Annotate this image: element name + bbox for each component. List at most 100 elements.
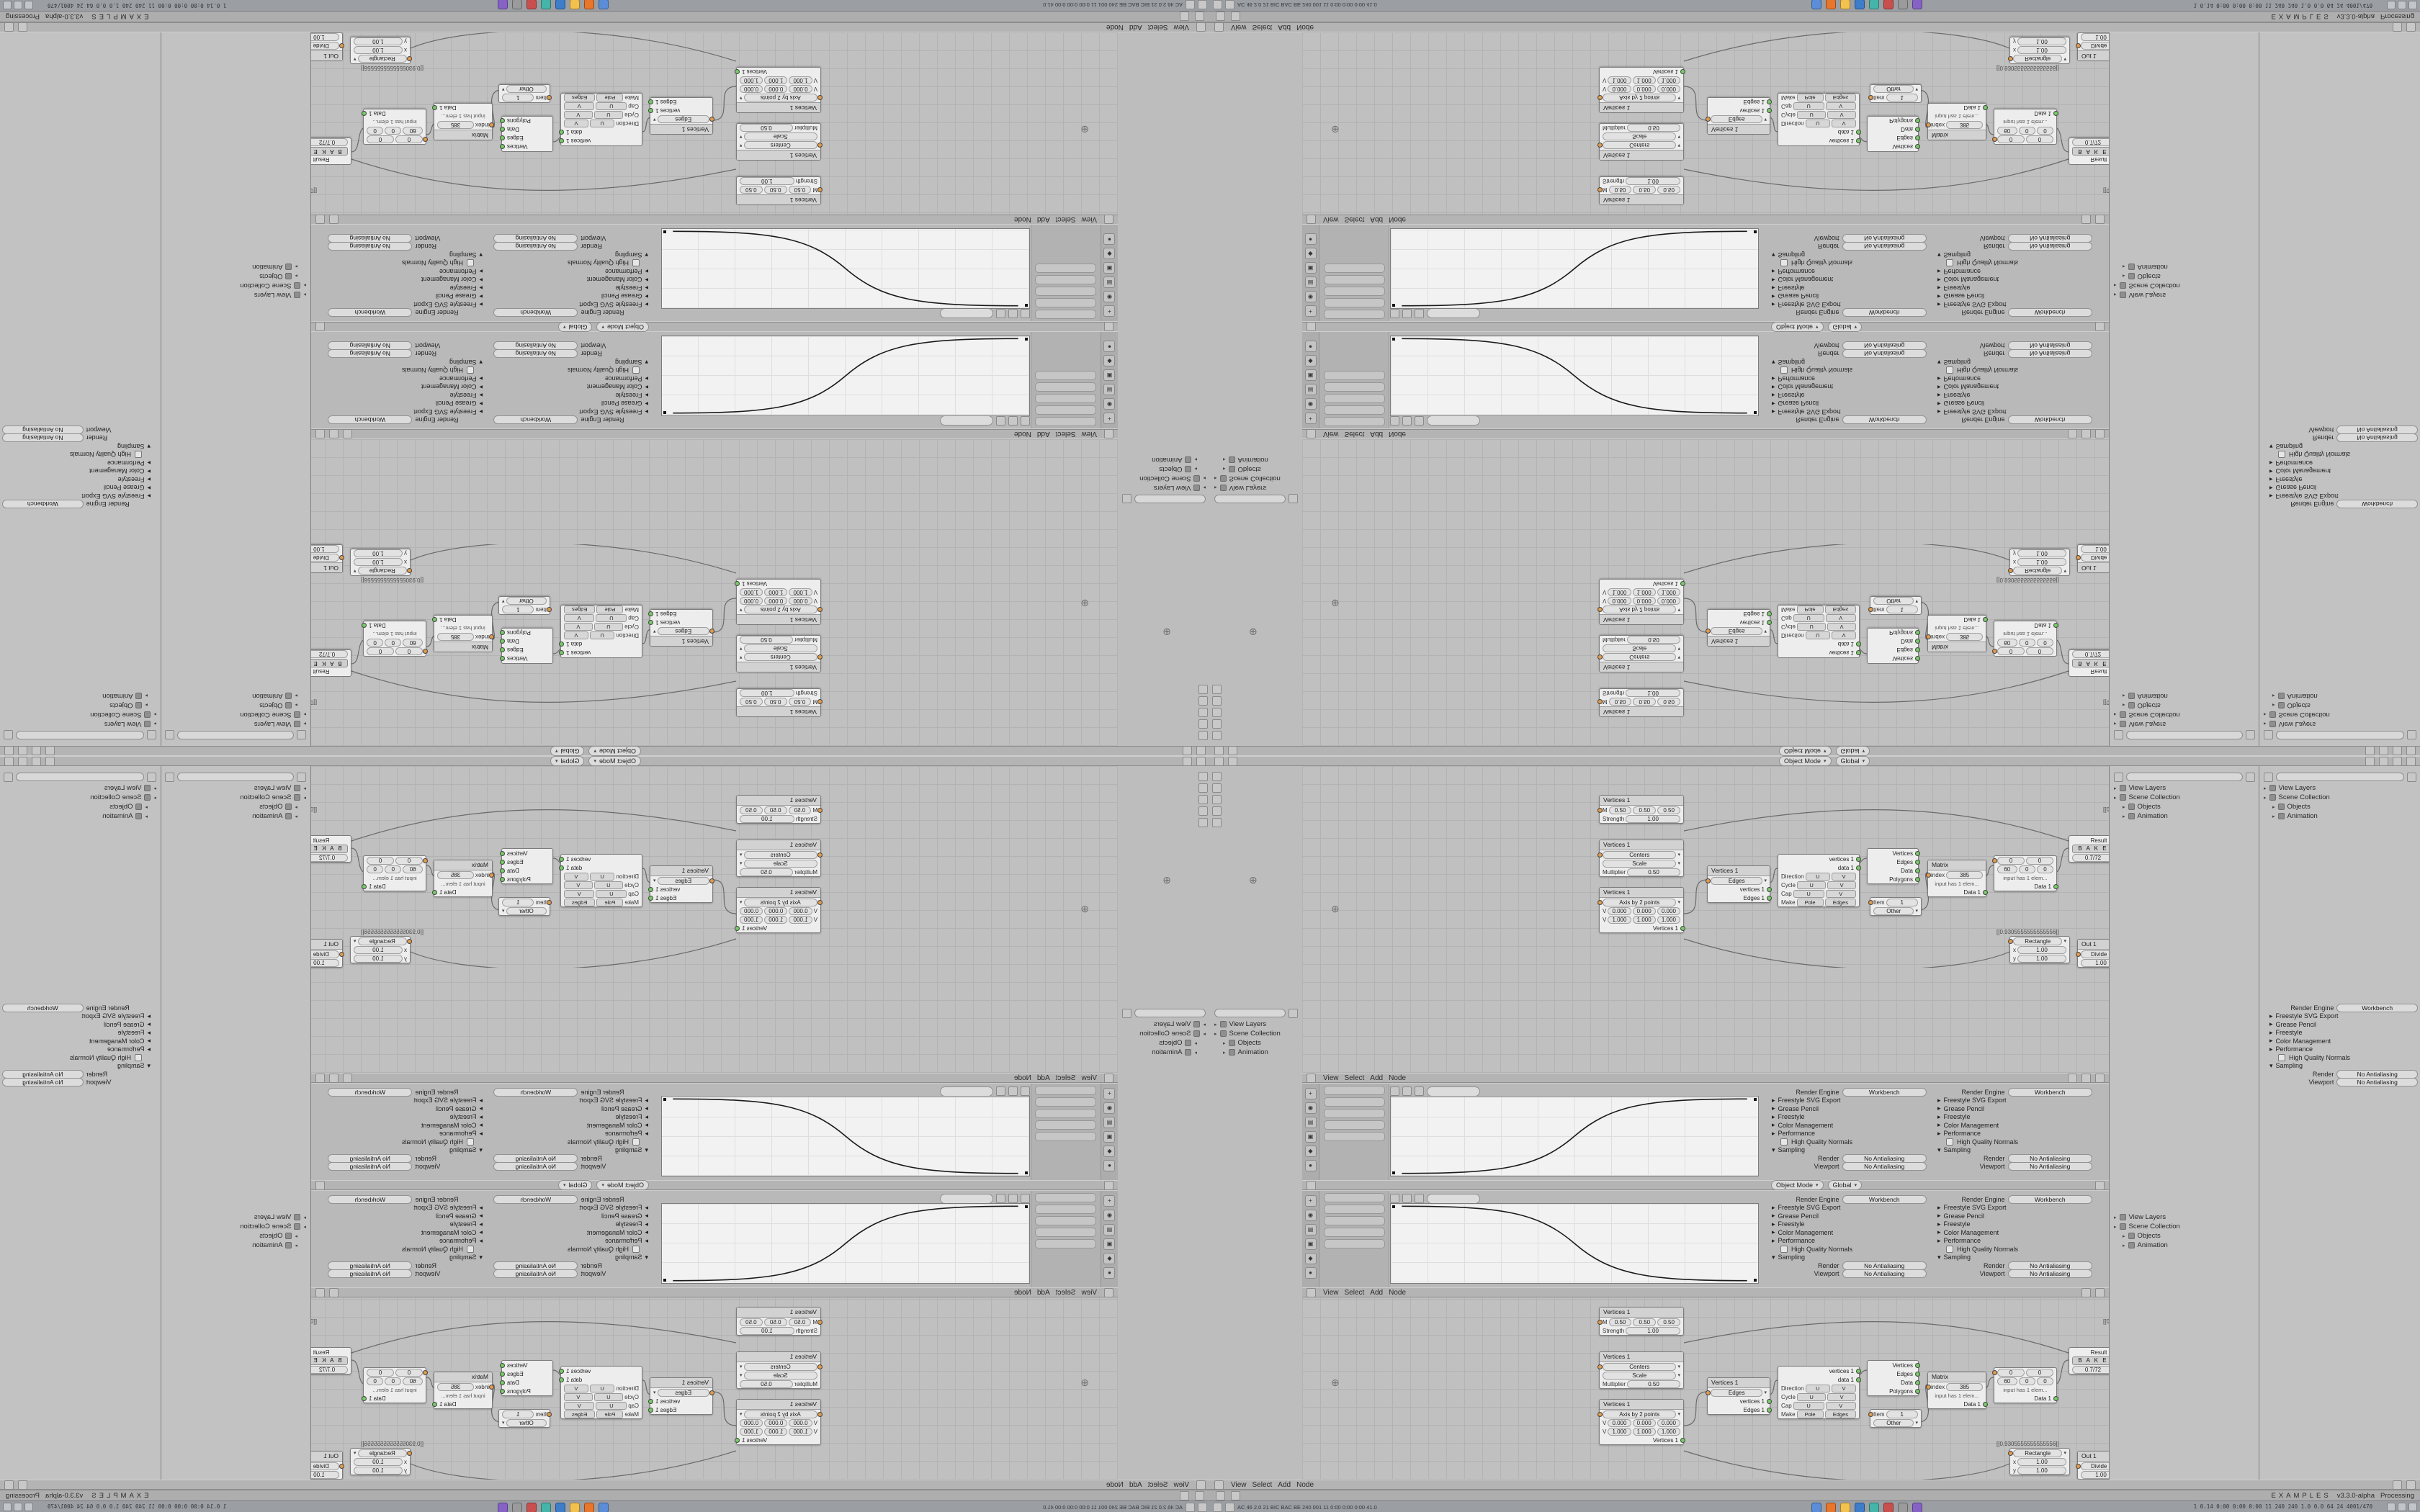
prop-dropdown[interactable]: Workbench: [2, 1003, 84, 1012]
world-tab[interactable]: ●: [1304, 1267, 1317, 1279]
field-value[interactable]: 1.00: [1626, 177, 1680, 186]
output-socket[interactable]: [1856, 1369, 1861, 1374]
field-value[interactable]: 1.00: [2017, 1466, 2066, 1475]
enum-value[interactable]: Scale: [743, 132, 817, 141]
outliner-row-objects[interactable]: ▸Objects: [2264, 701, 2416, 710]
outliner-row-view-layers[interactable]: ▸View Layers: [2114, 1212, 2255, 1222]
field-value[interactable]: 0.7/72: [311, 138, 348, 147]
node-enum-row[interactable]: Centers▾: [1597, 653, 1683, 662]
node-field-row[interactable]: 1.00: [2078, 545, 2109, 554]
prop-panel-performance[interactable]: ▸Performance: [493, 1237, 655, 1246]
vector-component[interactable]: 0.50: [788, 698, 812, 706]
prop-panel-grease-pencil[interactable]: ▸Grease Pencil: [2, 1020, 158, 1029]
field-value[interactable]: 385: [1946, 1382, 1983, 1391]
nav-row[interactable]: [1035, 1109, 1096, 1118]
toggle-option-b[interactable]: V: [563, 120, 588, 128]
enum-value[interactable]: Divide: [2081, 1462, 2109, 1470]
nav-row[interactable]: [1035, 298, 1096, 307]
checkbox-icon[interactable]: [1946, 1245, 1953, 1253]
app-icon-1[interactable]: [599, 1503, 609, 1512]
prop-dropdown[interactable]: No Antialiasing: [1842, 1261, 1927, 1270]
menu-item-node[interactable]: Node: [1389, 1288, 1406, 1297]
prop-panel-sampling[interactable]: ▾Sampling: [1930, 1254, 2092, 1262]
prop-dropdown[interactable]: No Antialiasing: [328, 233, 413, 243]
prop-dropdown[interactable]: No Antialiasing: [1842, 1269, 1927, 1279]
cursor-tool-icon[interactable]: [1198, 719, 1208, 729]
curve-tool-icon[interactable]: [1402, 1194, 1412, 1203]
vector-component[interactable]: 0: [1997, 647, 2025, 656]
tool-tab[interactable]: +: [1103, 413, 1116, 424]
app-icon-3[interactable]: [1840, 1503, 1850, 1512]
enum-value[interactable]: Other: [1873, 597, 1914, 606]
menu-item-node[interactable]: Node: [1296, 23, 1314, 32]
vector-component[interactable]: 1.000: [1632, 76, 1656, 85]
checkbox-icon[interactable]: [467, 1245, 474, 1253]
prop-panel-performance[interactable]: ▸Performance: [1930, 374, 2092, 383]
prop-dropdown[interactable]: No Antialiasing: [328, 1162, 413, 1171]
node-field-row[interactable]: 0.7/72: [2069, 138, 2109, 147]
disclosure-triangle-icon[interactable]: ▸: [1223, 466, 1226, 472]
node-field-row[interactable]: 0.7/72: [2069, 650, 2109, 659]
maximize-button[interactable]: [2398, 1503, 2406, 1511]
disclosure-triangle-icon[interactable]: ▸: [2123, 1233, 2125, 1239]
prop-check-high-quality-normals[interactable]: High Quality Normals: [2262, 451, 2418, 459]
output-socket[interactable]: [648, 620, 653, 625]
output-socket[interactable]: [2053, 623, 2058, 628]
prop-panel-sampling[interactable]: ▾Sampling: [1930, 251, 2092, 259]
prop-dropdown[interactable]: Workbench: [1842, 308, 1927, 318]
prop-panel-freestyle[interactable]: ▸Freestyle: [1765, 1113, 1927, 1122]
field-value[interactable]: 1.00: [311, 958, 339, 967]
search-input[interactable]: [16, 731, 144, 739]
output-tab[interactable]: ▤: [1103, 276, 1116, 288]
menu-item-node[interactable]: Node: [1389, 430, 1406, 438]
prop-panel-freestyle-svg-export[interactable]: ▸Freestyle SVG Export: [493, 300, 655, 309]
nav-row[interactable]: [1324, 1205, 1385, 1214]
node-enum-row[interactable]: Divide▾: [311, 950, 344, 958]
prop-dropdown[interactable]: Workbench: [1842, 1194, 1927, 1204]
menu-item-add[interactable]: Add: [1129, 23, 1142, 32]
field-value[interactable]: 1.00: [2017, 1457, 2066, 1466]
overlays-icon[interactable]: [18, 1480, 27, 1490]
vector-component[interactable]: 0: [2018, 1377, 2035, 1385]
enum-value[interactable]: Rectangle: [357, 1449, 407, 1457]
orientation-dropdown[interactable]: Global▾: [550, 746, 585, 756]
view-layer-tab[interactable]: ▣: [1304, 1238, 1317, 1250]
output-socket[interactable]: [1680, 926, 1685, 931]
toggle-option-b[interactable]: V: [1832, 872, 1857, 881]
editor-type-icon[interactable]: [1196, 22, 1206, 32]
input-socket[interactable]: [709, 878, 714, 883]
enum-value[interactable]: Scale: [743, 644, 817, 653]
curve-handle[interactable]: [1392, 1205, 1395, 1208]
prop-dropdown[interactable]: No Antialiasing: [493, 349, 578, 359]
field-value[interactable]: 1.00: [2081, 958, 2109, 967]
checkbox-icon[interactable]: [467, 259, 474, 267]
outliner-row-view-layers[interactable]: ▸View Layers: [1214, 1020, 1298, 1029]
field-value[interactable]: 1: [502, 898, 534, 906]
enum-value[interactable]: Axis by 2 points: [743, 94, 817, 102]
disclosure-triangle-icon[interactable]: ▸: [303, 795, 306, 801]
prop-panel-performance[interactable]: ▸Performance: [1930, 267, 2092, 276]
outliner-row-objects[interactable]: ▸Objects: [1214, 464, 1298, 474]
